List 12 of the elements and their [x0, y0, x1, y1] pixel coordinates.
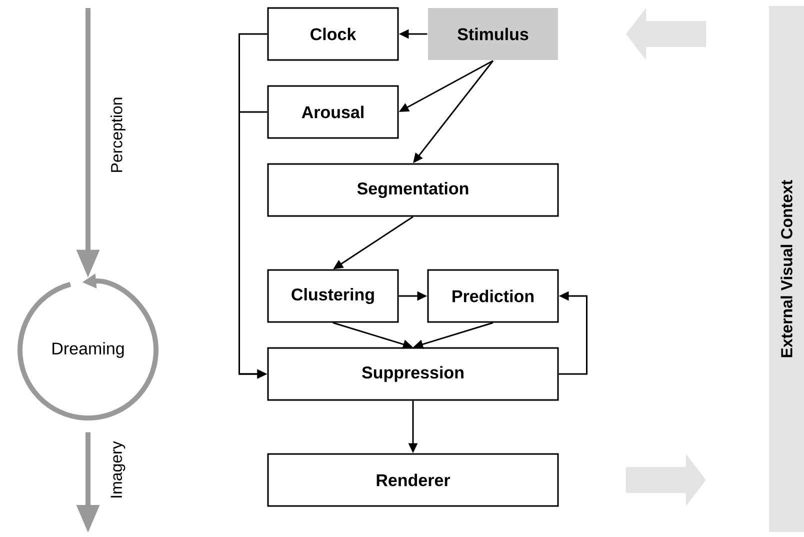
process-box: Prediction [427, 269, 559, 323]
edge-label: Imagery [110, 441, 126, 498]
process-box: Clock [267, 7, 399, 61]
process-box: Clustering [267, 269, 399, 323]
process-box: Suppression [267, 347, 559, 401]
process-box: Renderer [267, 453, 559, 507]
edge-label: Perception [110, 98, 126, 172]
context-band: External Visual Context [769, 6, 804, 532]
process-box: Segmentation [267, 163, 559, 217]
process-box: Stimulus [428, 8, 558, 60]
node-label: Dreaming [52, 342, 124, 358]
process-box: Arousal [267, 85, 399, 139]
